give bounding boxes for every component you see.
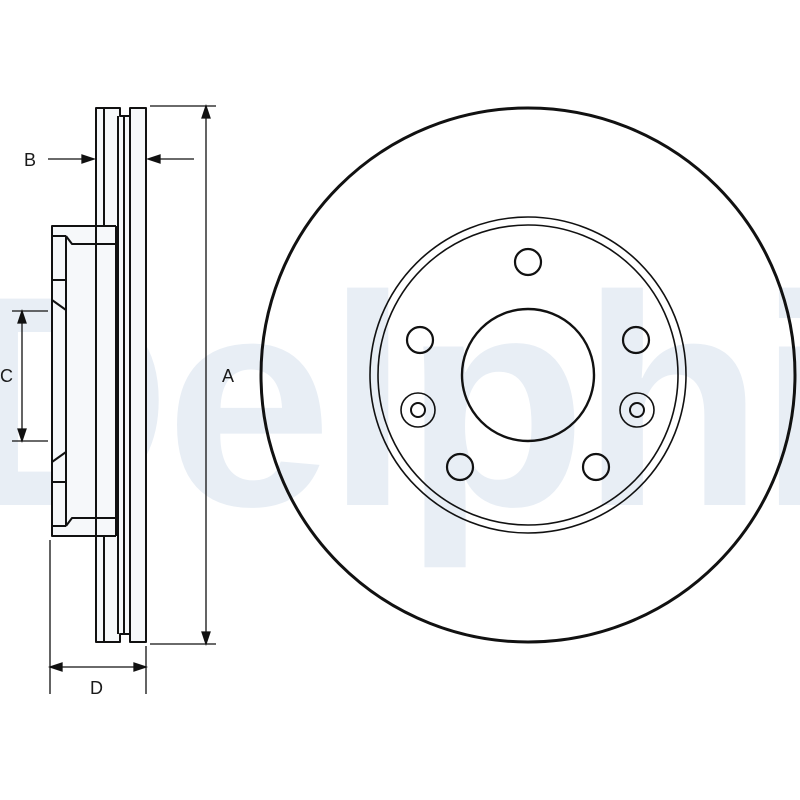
bolt-hole	[513, 247, 543, 277]
bolt-hole	[445, 452, 475, 482]
bolt-hole	[405, 325, 435, 355]
dimension-a-label: A	[222, 366, 234, 386]
dimension-c	[12, 308, 48, 444]
disc-front-view	[259, 106, 797, 644]
bolt-hole	[581, 452, 611, 482]
hat-inner-ring	[377, 224, 679, 526]
dimension-d-label: D	[90, 678, 103, 698]
dimension-d	[47, 540, 149, 694]
center-bore	[460, 307, 596, 443]
dimension-b	[48, 154, 194, 164]
outer-rim	[259, 106, 797, 644]
dimension-a	[150, 103, 216, 647]
locating-hole-left	[400, 392, 436, 428]
dimension-c-label: C	[0, 366, 13, 386]
locating-hole-right	[619, 392, 655, 428]
dimension-b-label: B	[24, 150, 36, 170]
disc-side-profile	[51, 107, 147, 643]
hat-outer-ring	[369, 216, 687, 534]
bolt-hole	[621, 325, 651, 355]
